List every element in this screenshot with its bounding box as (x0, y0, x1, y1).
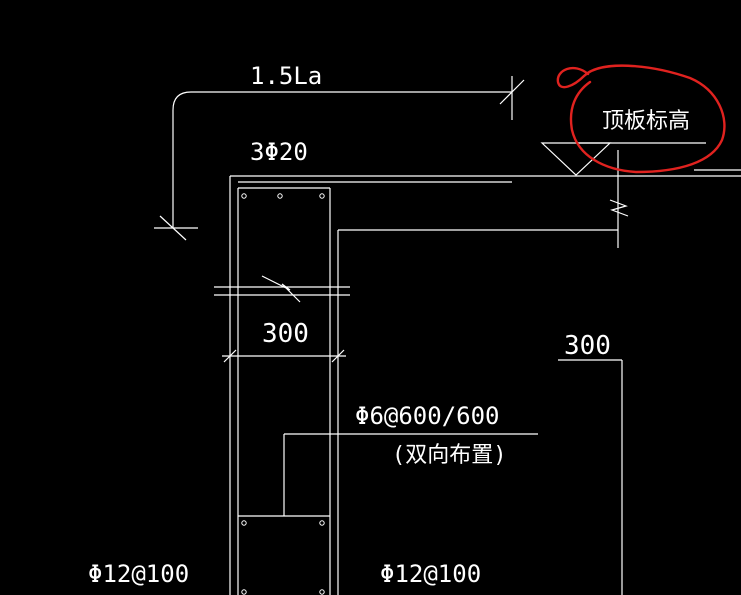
right-break-symbol (609, 199, 629, 217)
rebar-dot (319, 520, 325, 526)
label-wall-thickness-right: 300 (564, 331, 611, 361)
rebar-dot (277, 193, 283, 199)
break-symbol (261, 275, 301, 303)
annotation-circle (556, 64, 726, 174)
rebar-dot (241, 589, 247, 595)
label-bottom-left-bars: Φ12@100 (88, 560, 189, 588)
label-wall-thickness-left: 300 (262, 319, 309, 349)
label-bottom-right-bars: Φ12@100 (380, 560, 481, 588)
label-tie-bars-note: (双向布置) (392, 443, 507, 468)
label-top-bars: 3Φ20 (250, 138, 308, 166)
rebar-dot (319, 193, 325, 199)
dim-tick-300a (223, 349, 237, 363)
dim-tick-right (499, 79, 525, 105)
rebar-dot (319, 589, 325, 595)
structure-lines (154, 76, 741, 595)
anchorage-bar-line (172, 91, 512, 228)
rebar-dot (241, 520, 247, 526)
rebar-dots (241, 193, 325, 595)
dim-tick-300b (331, 349, 345, 363)
label-roof-elevation: 顶板标高 (602, 109, 690, 134)
label-tie-bars: Φ6@600/600 (355, 402, 500, 430)
elevation-triangle (540, 142, 612, 176)
rebar-dot (241, 193, 247, 199)
label-anchorage-length: 1.5La (250, 62, 322, 90)
